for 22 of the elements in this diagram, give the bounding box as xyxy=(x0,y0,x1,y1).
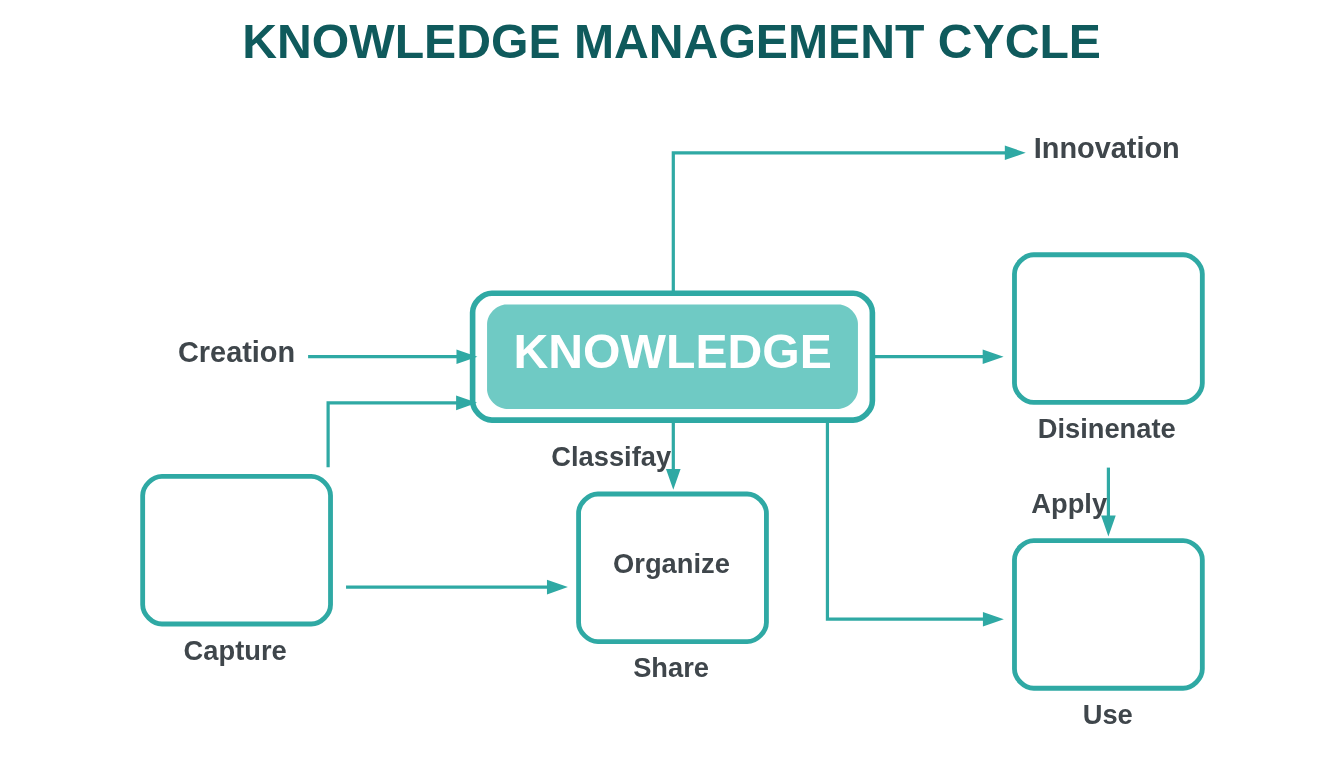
node-text: Innovation xyxy=(1033,132,1180,165)
node-box xyxy=(1011,538,1205,691)
node-box xyxy=(139,473,333,627)
arrow xyxy=(825,420,1004,627)
node-label: Disinenate xyxy=(1037,412,1176,444)
edge-label: Classifay xyxy=(550,440,671,472)
arrow xyxy=(1100,467,1116,537)
node-label: Share xyxy=(632,652,709,684)
node-box xyxy=(1011,252,1205,405)
arrow xyxy=(326,395,477,468)
node-text: Creation xyxy=(177,336,295,369)
arrow xyxy=(345,579,568,595)
arrow xyxy=(872,349,1004,365)
arrow xyxy=(665,420,681,490)
node-label: Use xyxy=(1082,698,1133,730)
node-label: Capture xyxy=(183,634,287,666)
node-box: Organize xyxy=(575,491,769,645)
diagram-title: KNOWLEDGE MANAGEMENT CYCLE xyxy=(241,14,1101,69)
edge-label: Apply xyxy=(1030,487,1107,519)
node-box: KNOWLEDGE xyxy=(469,290,875,423)
arrow xyxy=(307,349,477,365)
arrow xyxy=(671,145,1026,293)
